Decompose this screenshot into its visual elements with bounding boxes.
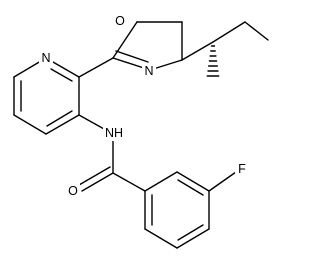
oxazoline-nitrogen-label: N [144,64,153,78]
pyridine-nitrogen-label: N [41,51,50,65]
bond [177,224,204,241]
bond [176,228,210,249]
label-mask [235,161,249,177]
bond [244,21,269,41]
pyridine-ring [13,57,80,135]
bond [81,172,114,192]
bond [78,57,114,78]
bond [212,21,246,43]
carbonyl-oxygen-label: O [68,184,78,198]
bond [181,41,214,61]
bond [177,179,204,196]
bond [144,228,178,249]
fluorophenyl-ring [144,171,237,249]
fluorine-label: F [238,162,246,176]
bond [112,172,146,192]
bond [78,166,111,186]
bond [46,110,73,127]
sec-butyl-group [181,21,269,77]
bond [115,50,149,63]
label-mask [39,50,53,66]
bond [144,171,178,192]
oxazoline-ring [112,21,183,71]
label-mask [113,13,127,29]
label-mask [66,183,80,199]
bond [50,68,73,82]
bond [45,114,80,135]
hashed-wedge-bond [206,45,220,77]
amide-nh-label: NH [105,126,123,140]
label-mask [103,125,125,141]
bond [176,171,210,192]
oxazoline-oxygen-label: O [115,14,125,28]
bond [13,114,47,135]
label-mask [142,63,156,79]
molecule-structure: O N N NH O F [13,13,269,249]
bond [208,171,237,192]
